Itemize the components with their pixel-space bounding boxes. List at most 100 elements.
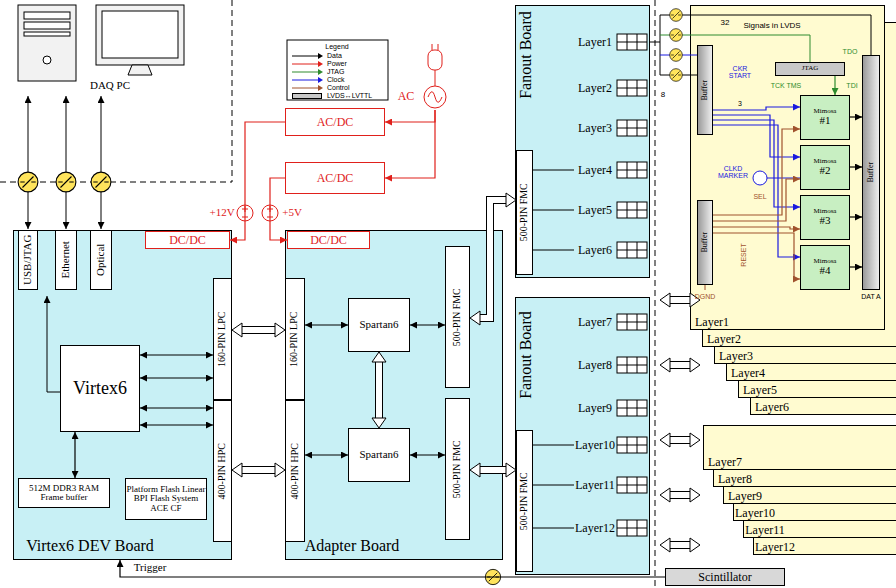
connector-icon [617, 242, 647, 258]
node-text: AC/DC [317, 116, 354, 129]
connector-box: Optical [90, 230, 112, 290]
connector [713, 125, 800, 257]
connector [372, 352, 386, 428]
signal-label: +12V [209, 207, 234, 219]
connector [470, 311, 480, 325]
connector [410, 455, 445, 456]
node-text: Layer9 [578, 402, 612, 415]
connector-box: 400-PIN HPC [213, 400, 232, 542]
connector-icon [617, 162, 647, 178]
bus-arrow [669, 436, 691, 444]
component-box: Virtex6 [60, 345, 140, 432]
connector [713, 125, 800, 257]
edge-label: Trigger [132, 562, 169, 574]
connector [305, 454, 348, 455]
cable-symbol [670, 29, 683, 42]
connector [120, 560, 665, 577]
connector [850, 217, 862, 218]
cable-symbol [670, 69, 683, 82]
connector-icon [617, 80, 647, 96]
connector [850, 267, 862, 268]
bus-arrow [660, 488, 670, 502]
connector-icon [617, 357, 647, 373]
connector [140, 425, 213, 426]
legend-text: LVDS↔LVTTL [327, 92, 372, 99]
signal-label: TDO [843, 48, 858, 55]
node-text: Layer4 [578, 164, 612, 177]
node-text: Layer10 [575, 439, 615, 452]
pc-link-arrow [66, 96, 67, 229]
connector-box: Buffer [862, 55, 880, 290]
connector [385, 110, 435, 178]
cable-symbol [670, 9, 683, 22]
signal-label: 3 [738, 100, 742, 107]
signal-label: Legend [325, 43, 348, 50]
bus-arrow [669, 492, 691, 498]
node-text: Buffer [867, 162, 875, 183]
connector [241, 326, 276, 334]
node-text: 160-PIN LPC [217, 311, 228, 366]
connector [850, 266, 862, 267]
legend-box [287, 40, 388, 100]
node-text: Fanout Board [518, 11, 535, 99]
connector [713, 115, 800, 157]
connector [479, 200, 507, 318]
node-text: Spartan6 [359, 449, 398, 461]
connector [713, 227, 800, 229]
connector-icon [617, 520, 647, 536]
node-text: Layer2 [578, 82, 612, 95]
signal-label: 8 [661, 91, 665, 99]
connector-icon [617, 357, 647, 373]
power-source-symbol [428, 50, 442, 70]
node-text: Spartan6 [359, 319, 398, 331]
connector [375, 361, 383, 419]
node-text: 500-PIN FMC [452, 440, 463, 498]
connector [140, 355, 213, 356]
node-text: Layer7 [578, 316, 612, 329]
bus-arrow [690, 358, 700, 372]
connector [75, 432, 76, 478]
legend-box [318, 77, 323, 83]
bus-arrow [669, 361, 691, 369]
connector-icon [617, 202, 647, 218]
node-text: Layer1 [578, 36, 612, 49]
connector [850, 166, 862, 167]
connector-icon [617, 80, 647, 96]
node-text: Layer3 [578, 122, 612, 135]
connector-icon [617, 242, 647, 258]
signal-label: +5V [282, 207, 302, 219]
connector-icon [617, 120, 647, 136]
signal-wire [533, 15, 871, 528]
daq-computer [96, 5, 184, 65]
node-text: Fanout Board [518, 311, 535, 399]
region-divider [0, 0, 655, 588]
node-text: 500-PIN FMC [519, 183, 530, 241]
connector [470, 463, 516, 477]
connector-icon [617, 437, 647, 453]
connector [230, 122, 285, 240]
connector [506, 193, 516, 207]
cable-symbol [56, 172, 76, 192]
bus-arrow [690, 538, 700, 552]
node-text: Layer8 [578, 359, 612, 372]
connector [232, 323, 285, 337]
connector [232, 323, 242, 337]
power-source-symbol [432, 44, 438, 50]
legend-box [287, 40, 388, 100]
node-text: Buffer [701, 232, 709, 253]
signal-label: RESET [740, 243, 747, 266]
connector [850, 216, 862, 217]
connector [713, 120, 800, 207]
connector [850, 116, 862, 117]
legend-text: Control [327, 84, 350, 91]
node-text: Layer10 [735, 507, 775, 520]
node-text: Buffer [701, 80, 709, 101]
connector-icon [617, 520, 647, 536]
connector-icon [617, 162, 647, 178]
node-text: Ethernet [60, 241, 72, 278]
bus-arrow [669, 362, 691, 368]
pc-link-arrow [47, 296, 60, 392]
connector-box: 500-PIN FMC [445, 246, 470, 388]
node-text: Mimosa [814, 208, 837, 215]
bus-arrow [660, 358, 670, 372]
